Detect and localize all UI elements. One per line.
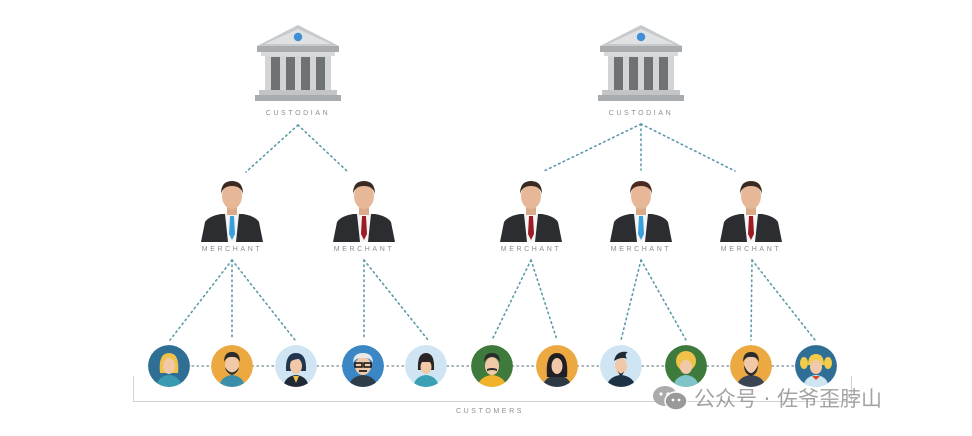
man-mustache-avatar-icon [471,345,513,387]
man-goatee-avatar-icon [600,345,642,387]
old-man-glasses-avatar-icon [342,345,384,387]
customer-node-10 [730,345,772,387]
link-m4-u9 [640,259,687,341]
customer-node-11 [795,345,837,387]
merchant-node-3: MERCHANT [498,176,564,253]
girl-pigtails-avatar-icon [795,345,837,387]
watermark-text: 公众号 · 佐爷歪脖山 [694,387,883,411]
businessman-red-tie-icon [500,181,562,242]
wechat-icon [652,385,688,411]
businessman-red-tie-icon [720,181,782,242]
woman-long-hair-avatar-icon [536,345,578,387]
bank-building-icon [598,25,684,101]
link-c2-m5 [640,123,736,172]
customer-node-8 [600,345,642,387]
customers-bracket [133,376,852,402]
businessman-blue-tie-icon [201,181,263,242]
businessman-blue-tie-icon [610,181,672,242]
link-m5-u10 [750,259,753,341]
customer-node-1 [148,345,190,387]
customers-label: CUSTOMERS [456,408,524,415]
woman-dark-hair-avatar-icon [405,345,447,387]
customer-node-9 [665,345,707,387]
bank-building-icon [255,25,341,101]
merchant-label: MERCHANT [500,246,562,253]
watermark: 公众号 · 佐爷歪脖山 [652,384,882,412]
link-m2-u5 [363,259,429,341]
link-c2-m3 [543,123,642,172]
link-m1-u3 [231,259,296,341]
merchant-label: MERCHANT [201,246,263,253]
link-m1-u1 [169,259,233,341]
merchant-label: MERCHANT [720,246,782,253]
businessman-red-tie-icon [333,181,395,242]
custodian-label: CUSTODIAN [265,110,331,117]
customer-node-4 [342,345,384,387]
link-m5-u11 [751,259,816,341]
merchant-label: MERCHANT [610,246,672,253]
link-m4-u8 [620,259,642,341]
woman-curly-avatar-icon [665,345,707,387]
link-m3-u7 [530,259,558,341]
link-c1-m1 [245,124,299,173]
customer-node-7 [536,345,578,387]
man-full-beard-avatar-icon [730,345,772,387]
customer-node-5 [405,345,447,387]
customer-node-3 [275,345,317,387]
merchant-node-4: MERCHANT [608,176,674,253]
link-c1-m2 [297,124,349,173]
merchant-label: MERCHANT [333,246,395,253]
custodian-label: CUSTODIAN [608,110,674,117]
merchant-node-5: MERCHANT [718,176,784,253]
man-beard-avatar-icon [211,345,253,387]
custodian-node-1: CUSTODIAN [253,22,343,117]
woman-blonde-avatar-icon [148,345,190,387]
customers-bracket-right [851,376,852,401]
customer-node-6 [471,345,513,387]
custodian-node-2: CUSTODIAN [596,22,686,117]
merchant-node-1: MERCHANT [199,176,265,253]
woman-bob-avatar-icon [275,345,317,387]
merchant-node-2: MERCHANT [331,176,397,253]
customer-node-2 [211,345,253,387]
link-m3-u6 [491,259,532,341]
